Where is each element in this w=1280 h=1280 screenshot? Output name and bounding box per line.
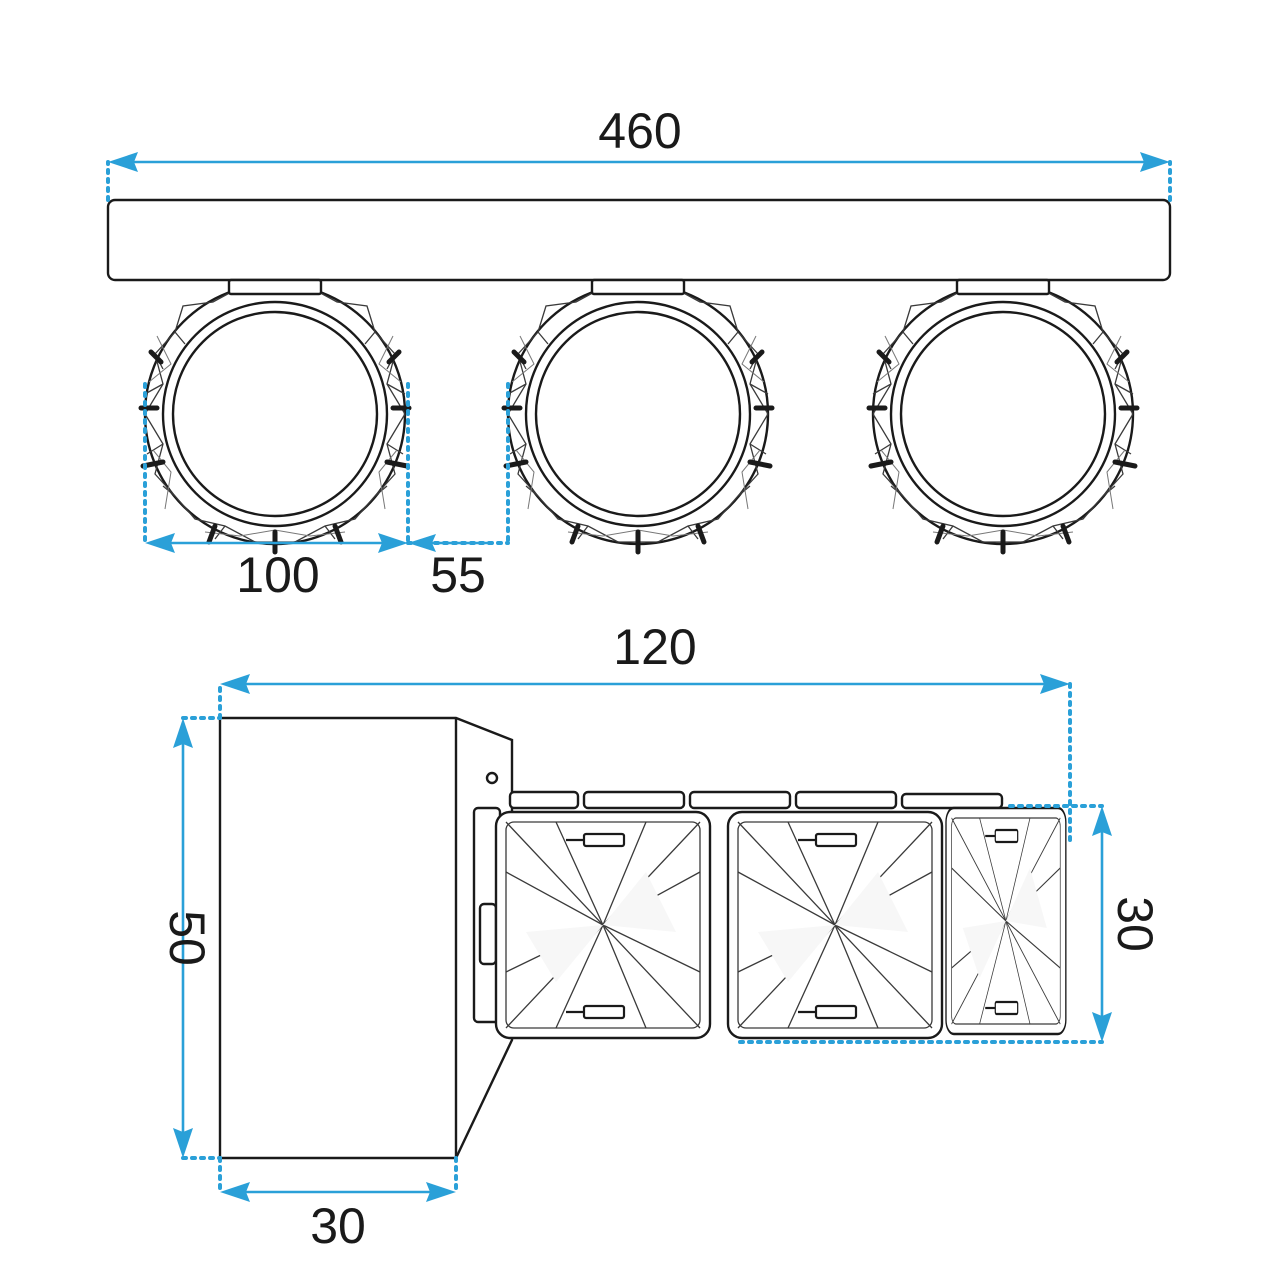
crystal-block-3 (944, 806, 1068, 1036)
top-view: 460 100 55 (106, 103, 1172, 603)
globe-left (141, 280, 409, 552)
base-depth-label: 30 (310, 1198, 366, 1254)
crystal-block-1 (494, 810, 712, 1040)
globe-center (504, 280, 772, 552)
globe-right (869, 280, 1137, 552)
globe-gap-label: 55 (430, 547, 486, 603)
crystal-block-2 (726, 810, 944, 1040)
mounting-bar (106, 198, 1172, 282)
ceiling-base (218, 716, 514, 1160)
side-view: 120 50 30 30 (159, 619, 1163, 1254)
dimension-base-height: 50 (159, 716, 222, 1160)
dimension-overall-width: 460 (106, 103, 1172, 202)
dimension-globe-diameter: 100 (143, 382, 410, 603)
overall-width-label: 460 (598, 103, 681, 159)
dimension-overall-length: 120 (218, 619, 1072, 844)
dimension-base-depth: 30 (218, 1156, 458, 1254)
back-crystals (508, 790, 1004, 810)
base-height-label: 50 (159, 910, 215, 966)
dimension-globe-gap: 55 (406, 382, 510, 603)
dimension-crystal-height: 30 (738, 804, 1163, 1044)
globe-diameter-label: 100 (236, 547, 319, 603)
overall-length-label: 120 (613, 619, 696, 675)
crystal-height-label: 30 (1107, 896, 1163, 952)
